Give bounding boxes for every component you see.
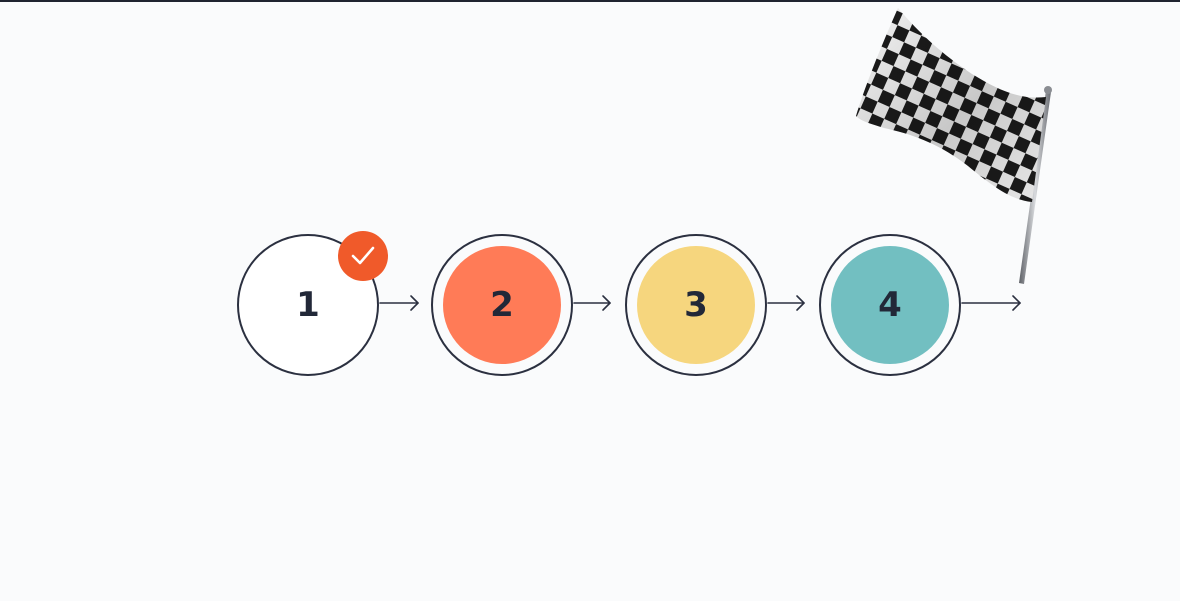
completed-badge xyxy=(338,231,388,281)
step-3-circle: 3 xyxy=(625,234,767,376)
step-4-fill xyxy=(831,246,949,364)
arrow-right-icon xyxy=(767,295,805,311)
flag-pole-top xyxy=(1044,86,1052,94)
flag-pole xyxy=(1019,90,1051,284)
step-3-fill xyxy=(637,246,755,364)
step-2-circle: 2 xyxy=(431,234,573,376)
arrow-right-icon xyxy=(573,295,611,311)
checkmark-icon xyxy=(351,246,375,265)
step-3-number: 3 xyxy=(684,285,708,325)
flag-shading xyxy=(856,8,1046,202)
step-4-number: 4 xyxy=(878,285,902,325)
step-2-number: 2 xyxy=(490,285,514,325)
step-2-fill xyxy=(443,246,561,364)
arrow-right-icon xyxy=(961,295,1021,311)
step-1-circle: 1 xyxy=(237,234,379,376)
step-1-number: 1 xyxy=(296,285,320,325)
checkered-flag-icon xyxy=(856,8,1052,284)
step-4-circle: 4 xyxy=(819,234,961,376)
arrow-right-icon xyxy=(379,295,419,311)
top-border xyxy=(0,0,1180,2)
